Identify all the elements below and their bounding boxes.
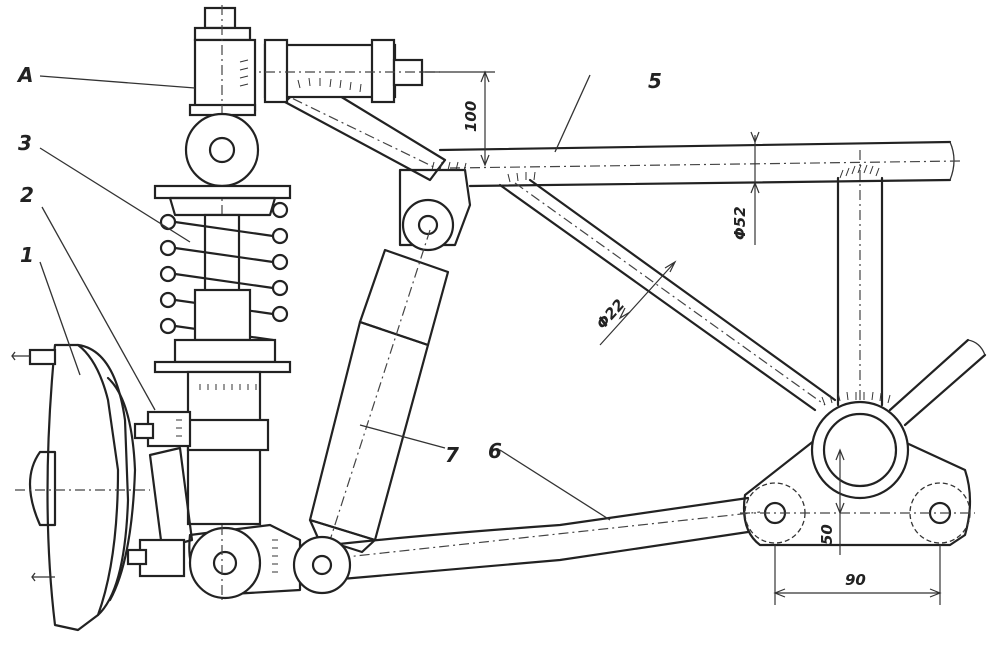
leader-lines	[39, 74, 611, 521]
diagonal-brace-tube	[498, 178, 837, 412]
weld-marks	[176, 59, 891, 573]
label-6: 6	[488, 439, 502, 463]
dimension-90: 90	[773, 545, 942, 605]
dimension-22-label: Φ22	[593, 296, 629, 333]
label-3: 3	[18, 131, 32, 155]
label-5: 5	[648, 69, 662, 93]
dimension-90-label: 90	[845, 571, 866, 589]
shock-upper-bracket	[398, 168, 472, 252]
dimension-52-label: Φ52	[731, 206, 749, 240]
upper-arm	[245, 38, 447, 182]
label-2: 2	[20, 183, 34, 207]
wheel-hub-1	[11, 343, 150, 632]
dimension-100: 100	[420, 70, 495, 167]
kingpin-2	[126, 410, 194, 578]
lower-knuckle	[188, 523, 352, 600]
dimension-50-label: 50	[818, 524, 836, 545]
dimension-50: 50	[818, 448, 845, 555]
label-1: 1	[20, 243, 34, 267]
label-7: 7	[445, 443, 459, 467]
pivot-bracket	[740, 400, 975, 547]
dimension-52: Φ52	[731, 131, 760, 245]
shock-absorber-7	[308, 229, 450, 566]
frame-tube-5	[438, 140, 961, 188]
lower-arm-6	[299, 496, 761, 582]
label-A: А	[16, 63, 33, 87]
dimension-100-label: 100	[462, 101, 480, 132]
spring-strut-3	[153, 5, 292, 600]
right-stub-tube	[888, 338, 987, 427]
